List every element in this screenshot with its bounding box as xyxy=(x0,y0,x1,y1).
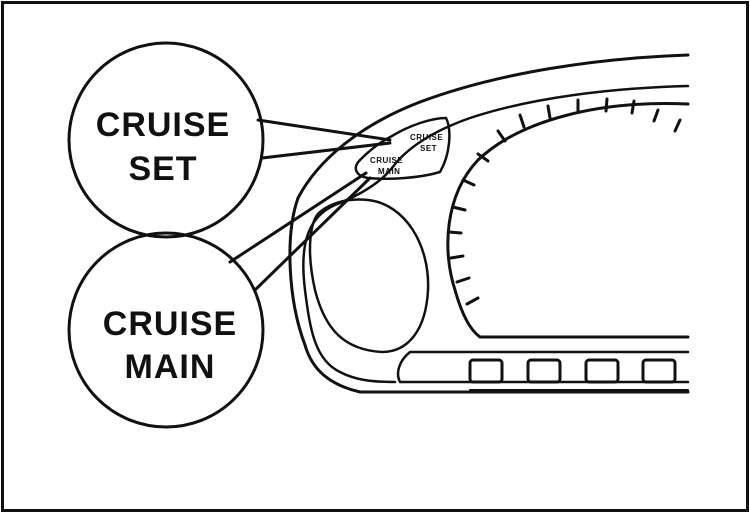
indicator-strip xyxy=(396,350,690,384)
speedometer-ticks xyxy=(447,97,682,306)
callout-cruise-main-line1: CRUISE xyxy=(103,305,237,343)
leader-cruise-main xyxy=(228,171,372,292)
warning-lamp-4 xyxy=(641,358,677,384)
indicator-cruise-set-line2: SET xyxy=(420,144,437,153)
warning-lamp-1 xyxy=(468,358,504,384)
left-gauge xyxy=(308,198,430,354)
warning-lamp-3 xyxy=(584,358,620,384)
indicator-cruise-set-line1: CRUISE xyxy=(410,133,443,142)
indicator-cruise-main-line2: MAIN xyxy=(378,167,400,176)
callout-cruise-set-line2: SET xyxy=(128,150,197,188)
dash-housing-outer xyxy=(288,53,690,394)
callout-circle-cruise-set xyxy=(67,41,265,239)
callout-cruise-main-line2: MAIN xyxy=(125,348,216,386)
callout-circle-cruise-main xyxy=(67,231,265,429)
callout-cruise-set-line1: CRUISE xyxy=(96,106,230,144)
cruise-indicator-panel xyxy=(354,116,451,180)
leader-cruise-set xyxy=(256,118,392,160)
speedometer-arc xyxy=(446,102,690,339)
indicator-cruise-main-line1: CRUISE xyxy=(370,156,403,165)
warning-lamp-2 xyxy=(526,358,562,384)
